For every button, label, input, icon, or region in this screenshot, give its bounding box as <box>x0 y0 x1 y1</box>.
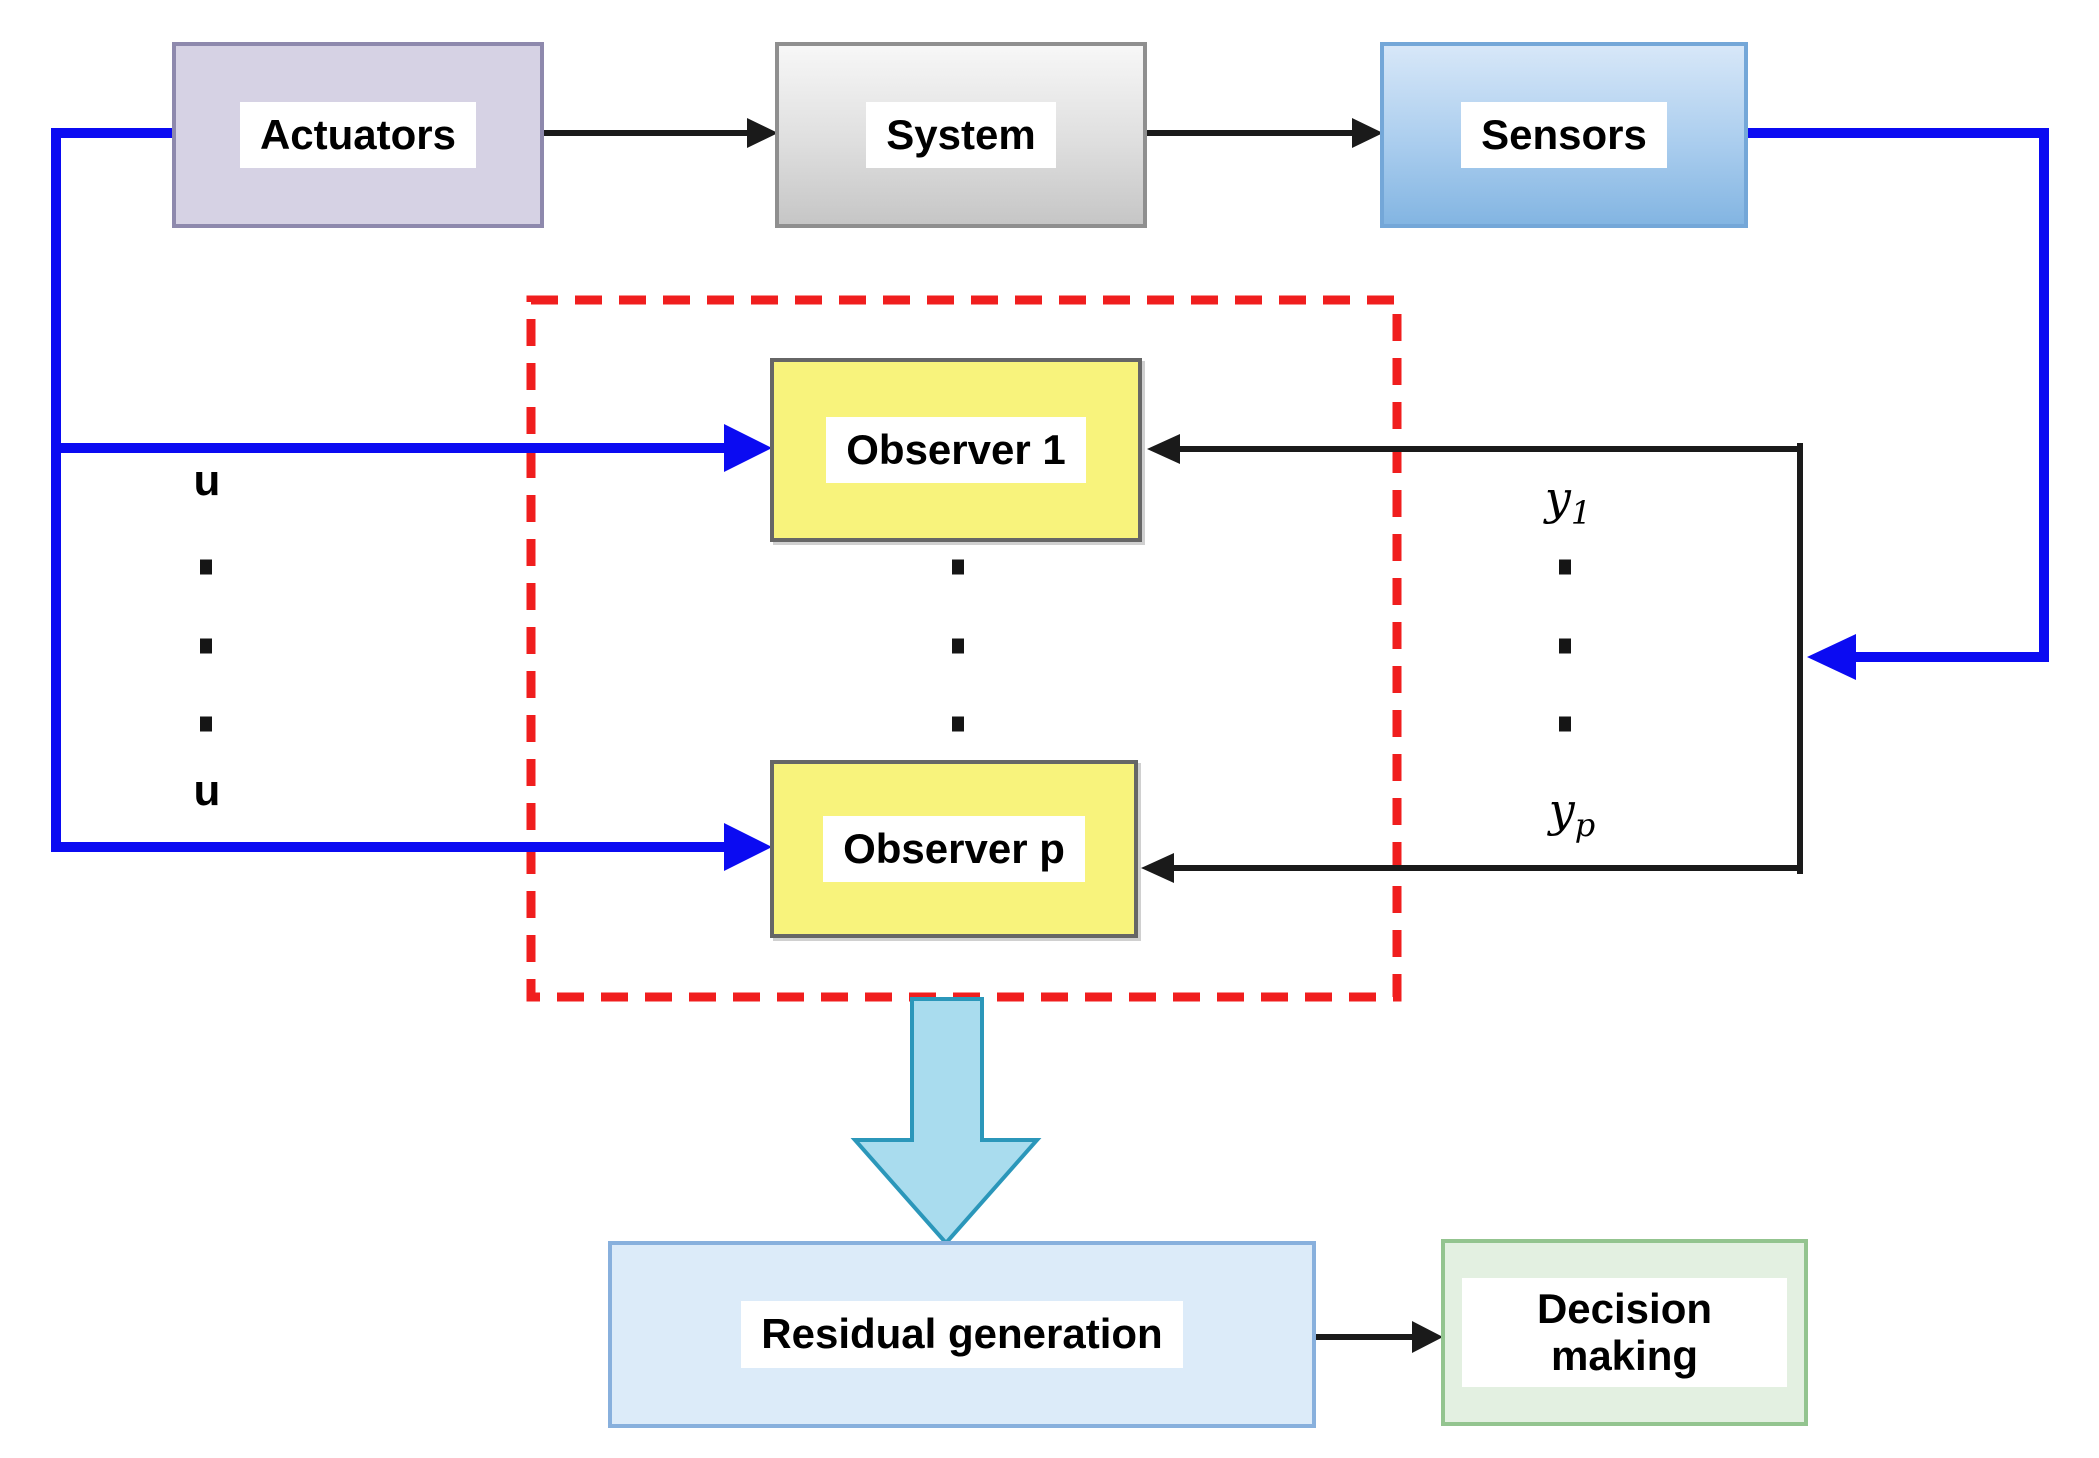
yp-base: y <box>1548 783 1575 837</box>
block-decision-making: Decision making <box>1441 1239 1808 1426</box>
system-label: System <box>866 101 1056 169</box>
ellipsis-dot <box>952 559 964 575</box>
observer-p-label: Observer p <box>823 815 1085 883</box>
black-residual-to-decision-arrowhead-icon <box>1412 1321 1443 1353</box>
black-yp-arrowhead-icon <box>1141 853 1174 883</box>
block-sensors: Sensors <box>1380 42 1748 228</box>
black-actuators-to-system-arrowhead-icon <box>747 118 778 148</box>
blue-observer1-arrowhead-icon <box>724 424 772 472</box>
blue-sensor-feedback-line <box>1741 128 2049 662</box>
black-y1-arrowhead-icon <box>1147 434 1180 464</box>
block-system: System <box>775 42 1147 228</box>
black-system-to-sensors-arrowhead-icon <box>1352 118 1383 148</box>
cyan-residual-arrow-icon <box>850 997 1042 1247</box>
blue-sensor-feedback-arrowhead-icon <box>1807 634 1856 680</box>
signal-label-yp: yp <box>1548 783 1595 841</box>
y1-base: y <box>1544 471 1571 525</box>
observer-1-label: Observer 1 <box>826 416 1086 484</box>
block-actuators: Actuators <box>172 42 544 228</box>
y1-subscript: 1 <box>1570 494 1592 533</box>
ellipsis-dot <box>1559 716 1571 732</box>
blue-control-trunk-line <box>51 128 179 852</box>
signal-label-y1: y1 <box>1544 471 1591 529</box>
ellipsis-dot <box>200 716 212 732</box>
block-observer-p: Observer p <box>770 760 1138 938</box>
block-residual-generation: Residual generation <box>608 1241 1316 1428</box>
blue-observerp-arrowhead-icon <box>724 823 772 871</box>
block-observer-1: Observer 1 <box>770 358 1142 542</box>
sensors-label: Sensors <box>1461 101 1667 169</box>
yp-subscript: p <box>1574 806 1596 845</box>
ellipsis-dot <box>1559 638 1571 654</box>
ellipsis-dot <box>1559 559 1571 575</box>
ellipsis-dot <box>200 559 212 575</box>
ellipsis-dot <box>200 638 212 654</box>
decision-making-label: Decision making <box>1462 1278 1787 1387</box>
signal-label-u-top: u <box>193 456 221 505</box>
residual-generation-label: Residual generation <box>741 1301 1183 1368</box>
ellipsis-dot <box>952 716 964 732</box>
actuators-label: Actuators <box>239 101 477 169</box>
signal-label-u-bottom: u <box>193 766 221 815</box>
decision-line2: making <box>1550 1331 1699 1379</box>
ellipsis-dot <box>952 638 964 654</box>
decision-line1: Decision <box>1536 1285 1713 1333</box>
